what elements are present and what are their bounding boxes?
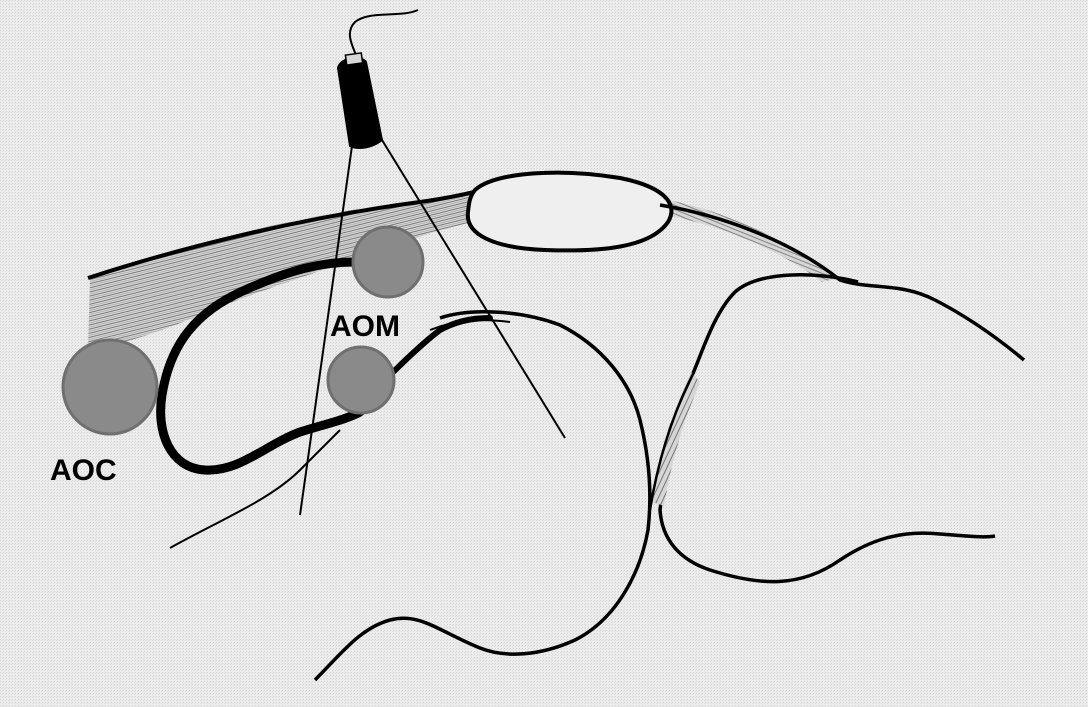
electrode-collar	[345, 53, 362, 65]
oval-structure	[468, 173, 672, 251]
lower-marker	[328, 347, 394, 413]
aoc-marker	[63, 340, 157, 434]
label-aoc: AOC	[50, 454, 117, 487]
aom-marker	[353, 227, 423, 297]
label-aom: AOM	[330, 310, 400, 343]
